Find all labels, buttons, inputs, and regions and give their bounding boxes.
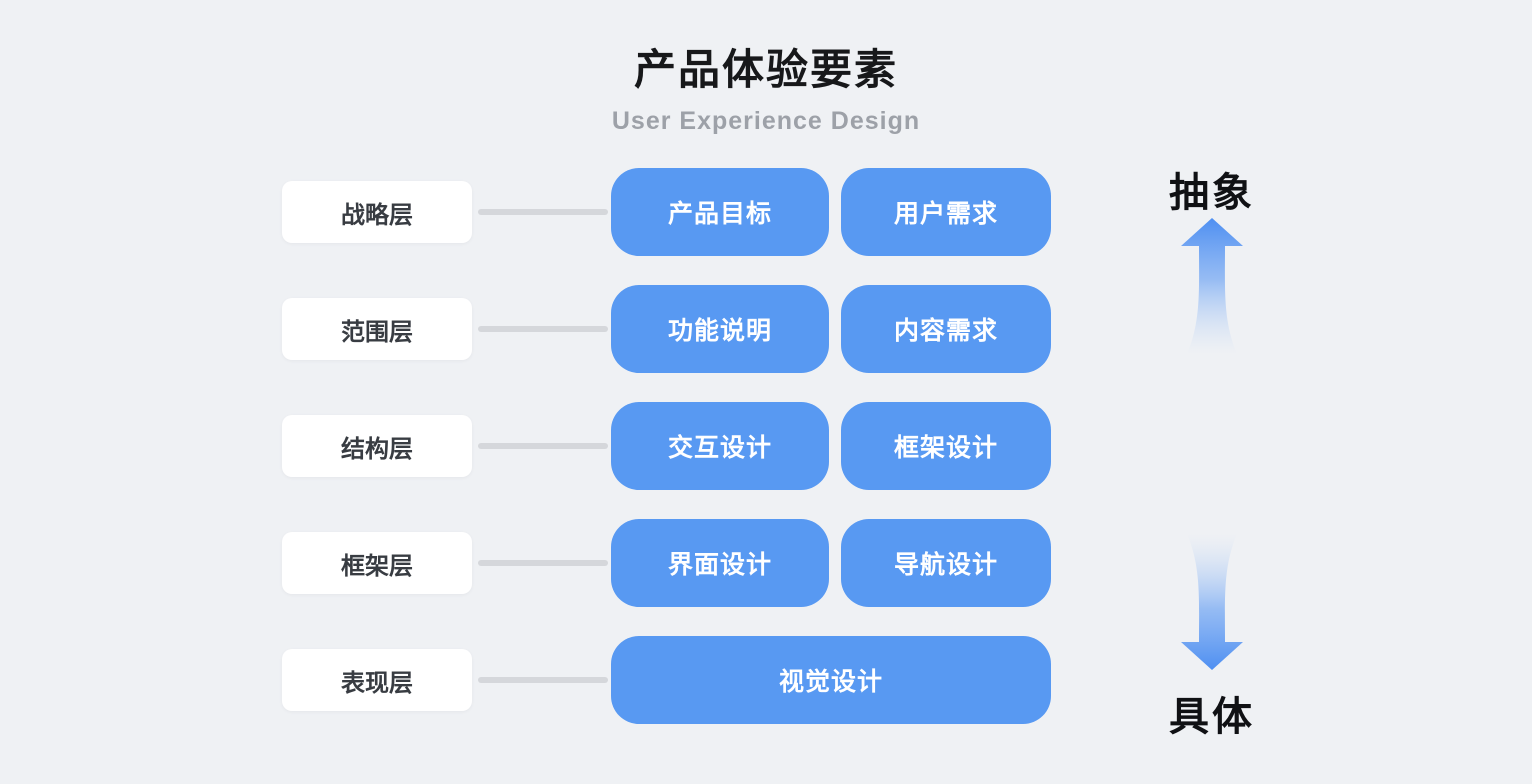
node-product-goal: 产品目标 — [611, 168, 829, 256]
node-framework-design: 框架设计 — [841, 402, 1051, 490]
connector-line — [478, 677, 608, 683]
axis-label-abstract: 抽象 — [1169, 171, 1255, 215]
connector-line — [478, 443, 608, 449]
node-navigation-design: 导航设计 — [841, 519, 1051, 607]
axis-label-concrete: 具体 — [1169, 695, 1255, 739]
page-subtitle: User Experience Design — [611, 107, 921, 135]
layer-label-scope: 范围层 — [282, 298, 472, 360]
page-title: 产品体验要素 — [633, 46, 898, 93]
node-content-requirements: 内容需求 — [841, 285, 1051, 373]
layer-label-strategy: 战略层 — [282, 181, 472, 243]
arrow-down-icon — [1181, 534, 1243, 670]
node-interaction-design: 交互设计 — [611, 402, 829, 490]
node-visual-design: 视觉设计 — [611, 636, 1051, 724]
node-functional-spec: 功能说明 — [611, 285, 829, 373]
node-user-needs: 用户需求 — [841, 168, 1051, 256]
layer-label-surface: 表现层 — [282, 649, 472, 711]
arrow-up-icon — [1181, 218, 1243, 354]
connector-line — [478, 209, 608, 215]
connector-line — [478, 560, 608, 566]
layer-label-skeleton: 框架层 — [282, 532, 472, 594]
node-interface-design: 界面设计 — [611, 519, 829, 607]
connector-line — [478, 326, 608, 332]
diagram-header: 产品体验要素 User Experience Design — [0, 36, 1532, 136]
layer-label-structure: 结构层 — [282, 415, 472, 477]
